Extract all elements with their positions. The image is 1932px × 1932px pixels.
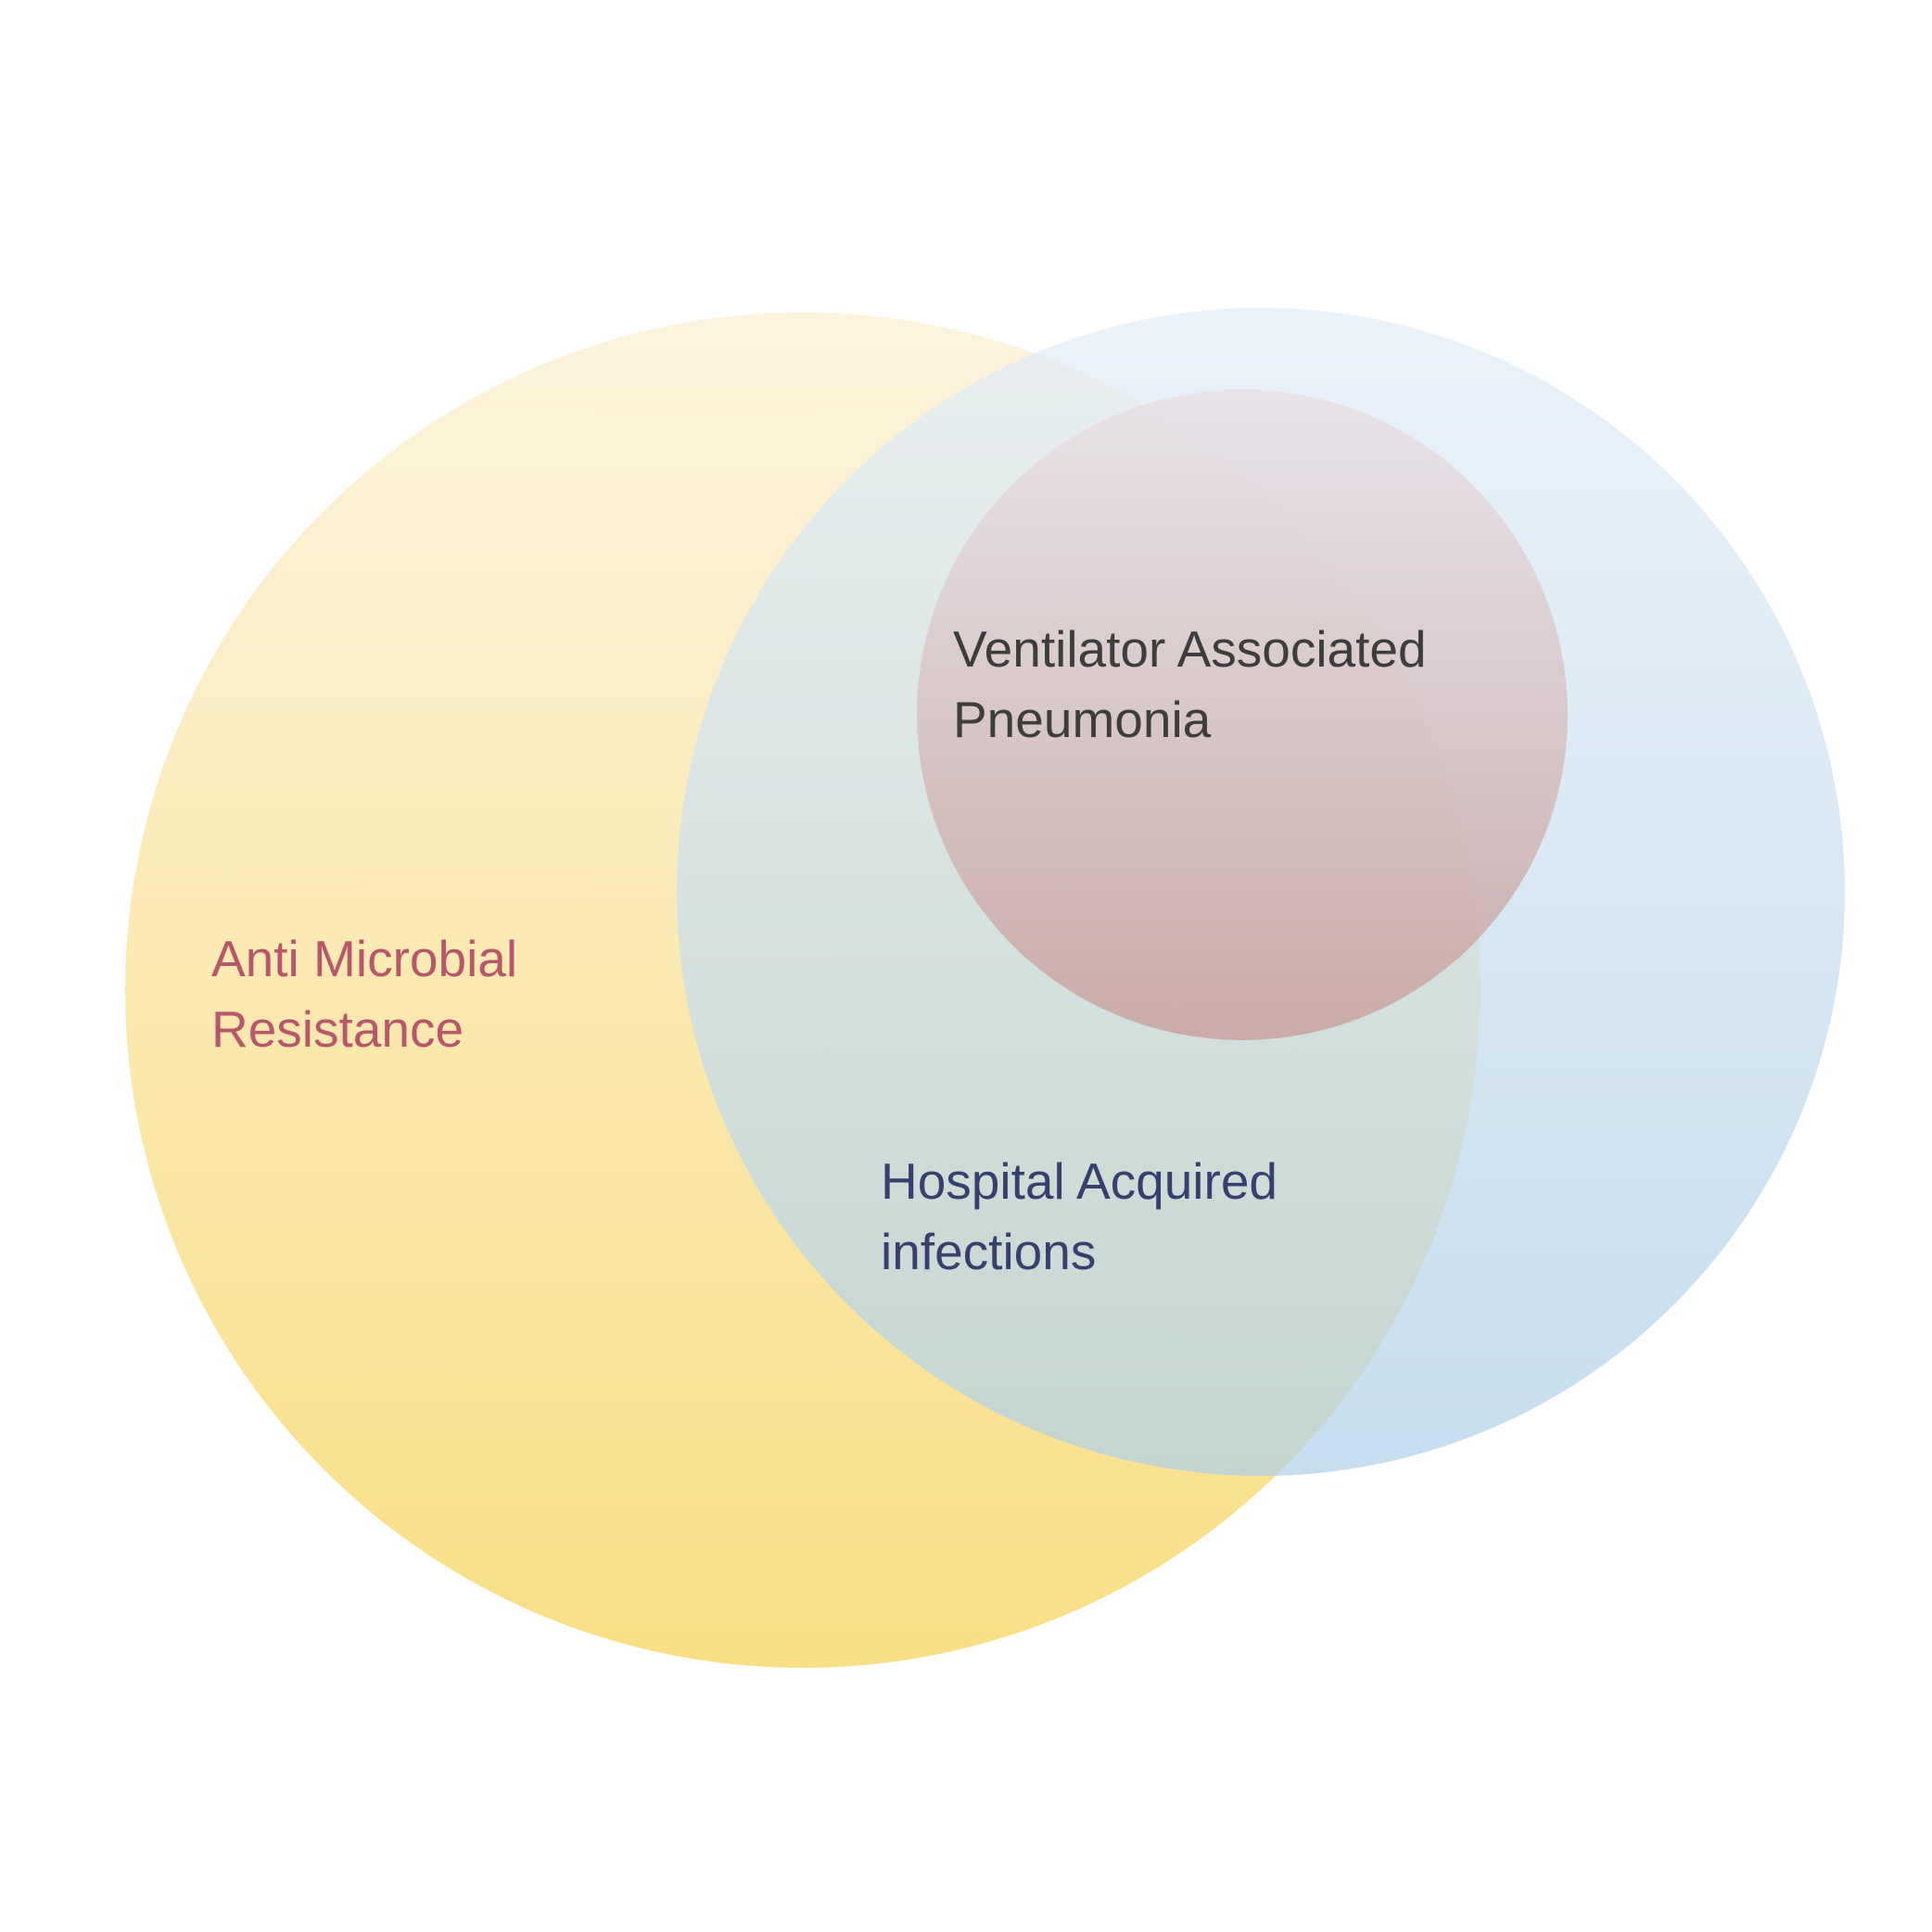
vap-circle <box>917 389 1568 1040</box>
vap-label-line-1: Ventilator Associated <box>953 620 1427 678</box>
hai-label: Hospital Acquired infections <box>881 1146 1277 1287</box>
amr-label-line-1: Anti Microbial <box>211 930 518 987</box>
vap-label-line-2: Pneumonia <box>953 691 1212 748</box>
hai-label-line-1: Hospital Acquired <box>881 1152 1278 1210</box>
vap-label: Ventilator Associated Pneumonia <box>953 614 1427 755</box>
hai-label-line-2: infections <box>881 1223 1097 1280</box>
amr-label-line-2: Resistance <box>211 1000 464 1058</box>
amr-label: Anti Microbial Resistance <box>211 923 517 1064</box>
